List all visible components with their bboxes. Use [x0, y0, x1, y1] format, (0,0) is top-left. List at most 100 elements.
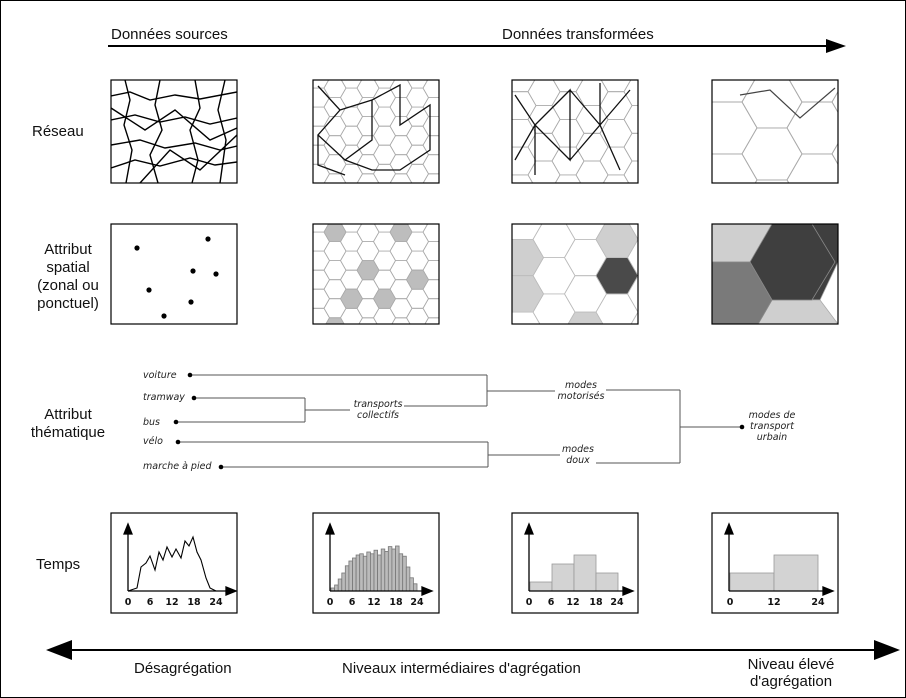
hex-cell — [323, 116, 347, 137]
histogram-bar — [551, 563, 575, 592]
hex-cell — [512, 275, 544, 313]
time-axes-4 — [724, 522, 835, 596]
leaf-tramway: tramway — [143, 392, 185, 403]
hex-cell — [554, 174, 582, 183]
time-histogram-coarse — [729, 554, 819, 592]
hex-cell — [313, 87, 314, 89]
histogram-bar — [412, 583, 418, 592]
hex-cell — [390, 204, 412, 223]
hex-cell — [389, 224, 413, 243]
hex-cell — [313, 125, 314, 127]
time-frame-4 — [711, 512, 839, 614]
hex-cell — [832, 24, 892, 76]
tick-p1-0: 0 — [124, 597, 132, 608]
hex-cell — [480, 50, 512, 78]
hex-cell — [313, 163, 330, 183]
hex-cell — [313, 288, 330, 309]
histogram-bar — [352, 557, 357, 592]
hex-cell — [356, 97, 380, 117]
histogram-bar — [395, 545, 400, 592]
hex-cell — [551, 119, 585, 148]
hex-cell — [373, 80, 396, 89]
hex-cell — [595, 293, 638, 324]
hex-cell — [575, 160, 609, 183]
hex-cell — [406, 87, 429, 108]
hex-cell — [356, 154, 380, 175]
hex-cell — [741, 80, 803, 129]
hex-cell — [340, 288, 363, 309]
hex-cell — [470, 185, 512, 221]
hex-cell — [323, 80, 347, 98]
row-label-spatial: Attribut spatial (zonal ou ponctuel) — [37, 241, 99, 312]
hex-cell — [389, 135, 413, 156]
hex-cell — [313, 80, 330, 89]
leaf-voiture: voiture — [143, 370, 177, 381]
hex-cell — [340, 125, 363, 146]
histogram-bar — [334, 584, 339, 592]
hex-cell — [313, 182, 314, 183]
network-frame-1 — [110, 79, 238, 184]
hex-cell — [356, 80, 380, 98]
tick-p1-12: 12 — [165, 597, 179, 608]
histogram-bar — [341, 572, 346, 592]
histogram-bar — [595, 572, 619, 592]
tick-p2-24: 24 — [410, 597, 424, 608]
network-panel-hex-fine — [313, 60, 439, 183]
hex-cell — [313, 288, 314, 290]
row-label-network: Réseau — [32, 123, 84, 140]
time-histogram-fine — [330, 545, 418, 592]
hex-cell — [712, 101, 758, 155]
hex-cell — [424, 317, 439, 324]
tick-p2-18: 18 — [389, 597, 403, 608]
hex-cell — [630, 311, 638, 324]
hex-cell — [357, 60, 379, 79]
histogram-bar — [398, 553, 404, 592]
hex-cell — [325, 317, 345, 324]
histogram-bar — [729, 572, 775, 592]
histogram-bar — [409, 577, 414, 592]
hex-cell — [313, 87, 330, 108]
hex-cell — [624, 50, 656, 78]
hex-cell — [291, 204, 313, 223]
hex-cell — [313, 144, 314, 146]
hex-cell — [313, 307, 314, 310]
time-axes-2 — [325, 522, 434, 596]
hex-cell — [623, 160, 638, 183]
tick-p4-0: 0 — [726, 597, 734, 608]
histogram-bar — [387, 546, 393, 592]
histogram-bar — [402, 555, 407, 592]
histogram-bar — [369, 553, 375, 592]
hex-cell — [323, 241, 347, 262]
tick-p1-24: 24 — [209, 597, 223, 608]
hex-cell — [623, 105, 638, 134]
hex-cell — [512, 238, 544, 277]
hex-cell — [512, 91, 537, 120]
hex-cell — [323, 97, 347, 117]
hex-cell — [406, 163, 429, 183]
histogram-bar — [773, 554, 819, 592]
hex-cell — [742, 24, 802, 76]
footer-disaggregation: Désagrégation — [134, 660, 232, 677]
hex-cell — [406, 106, 429, 127]
hex-cell — [356, 260, 380, 281]
hex-cell — [406, 269, 429, 290]
hex-cell — [512, 311, 541, 324]
node-modes-transport-urbain: modes de transport urbain — [748, 410, 796, 443]
tick-p3-18: 18 — [589, 597, 603, 608]
hex-cell — [599, 119, 633, 148]
hex-cell — [512, 90, 513, 93]
histogram-bar — [384, 551, 389, 592]
hex-cell — [313, 106, 314, 108]
hex-cell — [596, 185, 638, 221]
time-frame-3 — [511, 512, 639, 614]
network-panel-hex-large — [712, 24, 892, 183]
hex-cell — [712, 153, 758, 183]
tick-p2-0: 0 — [326, 597, 334, 608]
hex-cell — [512, 80, 536, 93]
time-frame-2 — [312, 512, 440, 614]
hex-cell — [356, 135, 380, 156]
histogram-bar — [362, 555, 368, 592]
histogram-bar — [380, 548, 386, 592]
histogram-bar — [573, 554, 597, 592]
hex-cell — [356, 241, 380, 262]
